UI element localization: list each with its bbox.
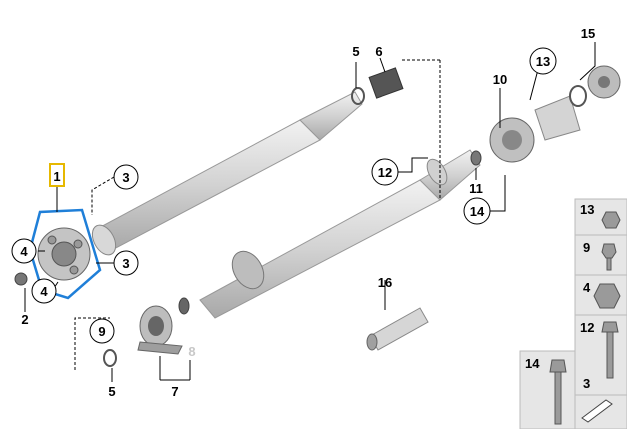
legend-label-14: 14 bbox=[525, 356, 540, 371]
flange-bolt-icon bbox=[601, 243, 617, 259]
legend-label-12: 12 bbox=[580, 320, 594, 335]
grease-tube-part bbox=[366, 307, 429, 351]
callout-10: 10 bbox=[493, 72, 507, 87]
legend-cell-14 bbox=[519, 350, 576, 429]
callout-6: 6 bbox=[375, 44, 382, 59]
callout-5b: 5 bbox=[108, 384, 115, 399]
callout-12-circle bbox=[371, 158, 399, 186]
callout-4a-circle bbox=[11, 238, 37, 264]
callout-3b-circle bbox=[113, 250, 139, 276]
callout-1: 1 bbox=[53, 169, 60, 184]
upper-drive-shaft bbox=[91, 91, 363, 256]
lower-drive-shaft bbox=[199, 149, 481, 319]
nut-icon bbox=[601, 211, 621, 229]
hex-bolt-icon bbox=[601, 321, 619, 333]
callout-9-circle bbox=[89, 318, 115, 344]
legend-label-13: 13 bbox=[580, 202, 594, 217]
callout-7: 7 bbox=[171, 384, 178, 399]
arrow-icon bbox=[581, 399, 613, 423]
callout-3b: 3 bbox=[122, 256, 129, 271]
bolt-part-2 bbox=[14, 272, 28, 286]
callout-3a-circle bbox=[113, 164, 139, 190]
hex-nut-icon bbox=[593, 283, 621, 309]
callout-4b: 4 bbox=[40, 284, 48, 299]
callout-15: 15 bbox=[581, 26, 595, 41]
legend-label-4: 4 bbox=[583, 280, 591, 295]
callout-5a: 5 bbox=[352, 44, 359, 59]
callout-12: 12 bbox=[378, 165, 392, 180]
legend-label-3: 3 bbox=[583, 376, 590, 391]
callout-2: 2 bbox=[21, 312, 28, 327]
torx-bolt-icon bbox=[549, 359, 567, 373]
legend-cell-12-3 bbox=[574, 314, 627, 396]
callout-4a: 4 bbox=[20, 244, 28, 259]
center-bearing-part bbox=[137, 297, 190, 355]
callout-16: 16 bbox=[378, 275, 392, 290]
callout-8: 8 bbox=[188, 344, 195, 359]
rear-coupling-part bbox=[470, 65, 621, 166]
callout-14: 14 bbox=[470, 204, 485, 219]
legend-cell-9 bbox=[574, 234, 627, 276]
callout-14-circle bbox=[463, 197, 491, 225]
callout-1-box bbox=[49, 163, 65, 187]
callout-9: 9 bbox=[98, 324, 105, 339]
legend-label-9: 9 bbox=[583, 240, 590, 255]
callout-13-circle bbox=[529, 47, 557, 75]
boot-part bbox=[103, 67, 404, 367]
fastener-legend: 13 9 4 12 3 14 bbox=[519, 198, 627, 429]
callout-4b-circle bbox=[31, 278, 57, 304]
callout-3a: 3 bbox=[122, 170, 129, 185]
callout-13: 13 bbox=[536, 54, 550, 69]
leader-lines bbox=[24, 42, 596, 382]
callout-11: 11 bbox=[469, 181, 483, 196]
flex-disc-part bbox=[28, 208, 102, 300]
